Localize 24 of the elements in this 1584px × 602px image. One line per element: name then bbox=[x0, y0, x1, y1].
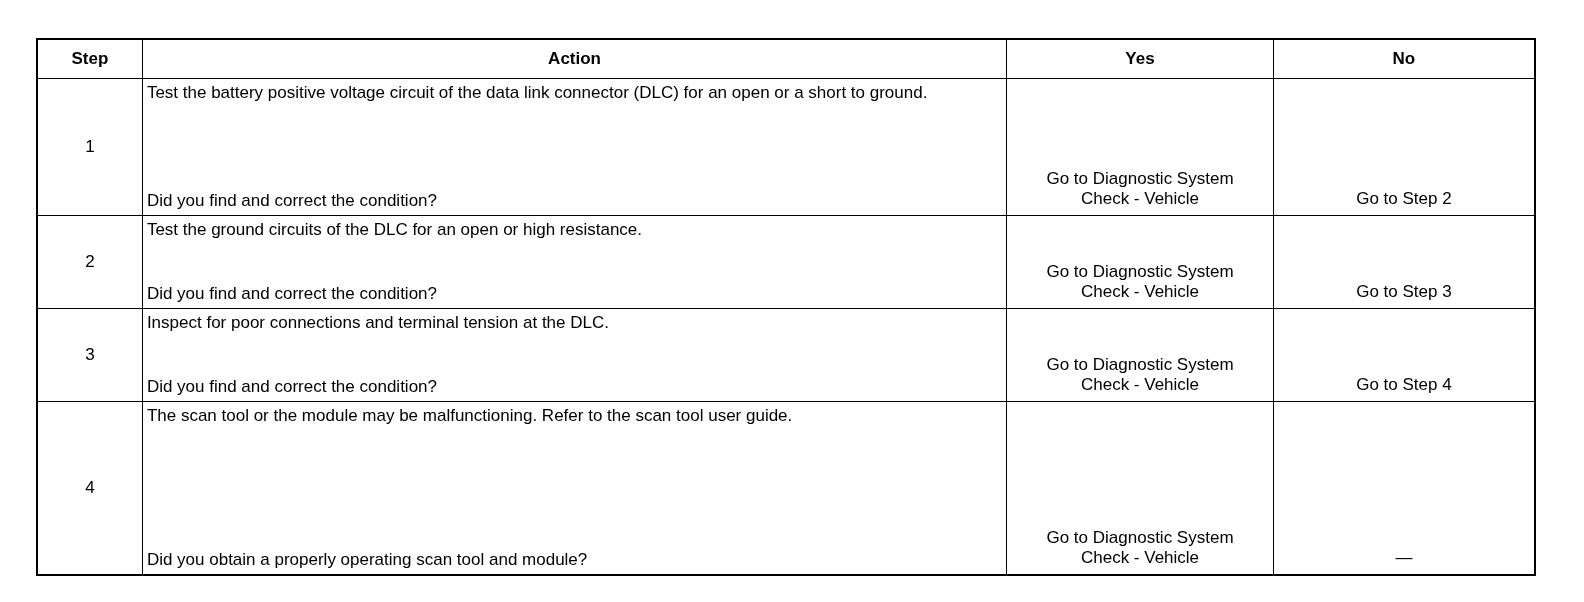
no-result: Go to Step 2 bbox=[1356, 189, 1452, 208]
action-text: Inspect for poor connections and terminal tension at the DLC. bbox=[146, 313, 610, 333]
question-text: Did you obtain a properly operating scan tool and module? bbox=[146, 550, 589, 570]
column-header: Action bbox=[548, 49, 601, 68]
column-header: Yes bbox=[1125, 49, 1155, 68]
yes-result: Go to Diagnostic System Check - Vehicle bbox=[1046, 169, 1234, 208]
yes-result: Go to Diagnostic System Check - Vehicle bbox=[1046, 262, 1234, 301]
action-text: The scan tool or the module may be malfunctioning. Refer to the scan tool user guide. bbox=[146, 406, 794, 426]
step-number: 3 bbox=[85, 345, 95, 364]
yes-result: Go to Diagnostic System Check - Vehicle bbox=[1046, 528, 1234, 567]
no-result: — bbox=[1395, 548, 1413, 567]
column-header: No bbox=[1392, 49, 1416, 68]
question-text: Did you find and correct the condition? bbox=[146, 191, 438, 211]
question-text: Did you find and correct the condition? bbox=[146, 377, 438, 397]
action-text: Test the ground circuits of the DLC for an open or high resistance. bbox=[146, 220, 644, 240]
action-text: Test the battery positive voltage circuit of the data link connector (DLC) for an open or a short to ground. bbox=[146, 83, 929, 103]
question-text: Did you find and correct the condition? bbox=[146, 284, 438, 304]
step-number: 4 bbox=[85, 478, 95, 497]
no-result: Go to Step 4 bbox=[1356, 375, 1452, 394]
step-number: 2 bbox=[85, 252, 95, 271]
step-number: 1 bbox=[85, 137, 95, 156]
yes-result: Go to Diagnostic System Check - Vehicle bbox=[1046, 355, 1234, 394]
no-result: Go to Step 3 bbox=[1356, 282, 1452, 301]
column-header: Step bbox=[71, 49, 109, 68]
